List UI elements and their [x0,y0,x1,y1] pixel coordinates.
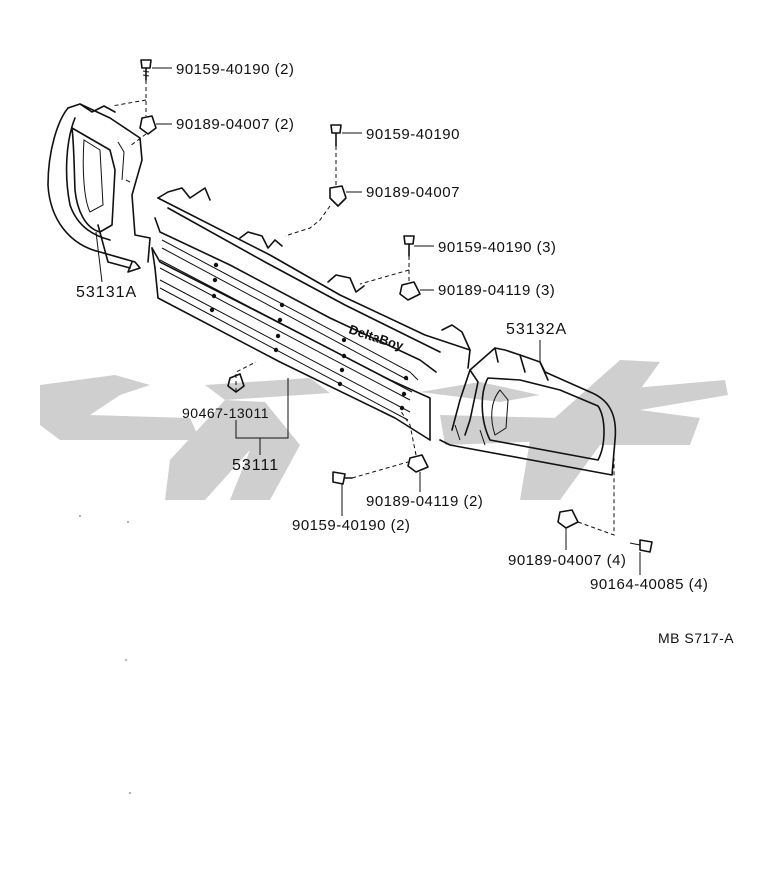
screw-90159-right [403,235,415,257]
assembly-label-grille: 53111 [232,457,279,474]
screw-90159-mid [330,124,342,147]
assembly-lines [111,80,615,536]
diagram-reference-code: MB S717-A [658,630,734,646]
nut-90189-04119-lower [407,454,429,473]
part-labels: 90159-40190 (2) 90189-04007 (2) 90159-40… [76,61,734,646]
callout-c8: 90189-04119 (2) [366,493,483,510]
assembly-label-left-bracket: 53131A [76,284,137,301]
screw-90159-top-left [140,59,152,81]
callout-c4: 90189-04007 [366,184,460,201]
callout-c1: 90159-40190 (2) [176,61,294,78]
left-bracket-53131A [47,103,151,273]
screw-90164 [629,539,653,553]
grille-53111: DeltaBoy [151,187,471,441]
scan-specks [79,515,131,794]
callout-c11: 90164-40085 (4) [590,576,708,593]
callout-c10: 90189-04007 (4) [508,552,626,569]
right-bezel-53132A [439,347,617,476]
leader-lines [95,67,641,575]
fasteners [139,59,653,553]
screw-90159-lower [332,471,353,485]
clip-90189-mid [329,185,347,207]
callout-c9: 90159-40190 (2) [292,517,410,534]
assembly-label-right-bezel: 53132A [506,321,567,338]
clip-90189-left [139,115,157,135]
clip-90189-04007-lower [557,509,579,529]
callout-c3: 90159-40190 [366,126,460,143]
nut-90189-04119-upper [399,281,421,301]
callout-c6: 90189-04119 (3) [438,282,555,299]
grille-studs [209,262,409,411]
clip-90467 [227,373,245,393]
grille-brand-badge: DeltaBoy [347,322,406,354]
watermark-logo [40,360,728,500]
callout-c2: 90189-04007 (2) [176,116,294,133]
callout-c7: 90467-13011 [182,405,269,421]
callout-c5: 90159-40190 (3) [438,239,556,256]
